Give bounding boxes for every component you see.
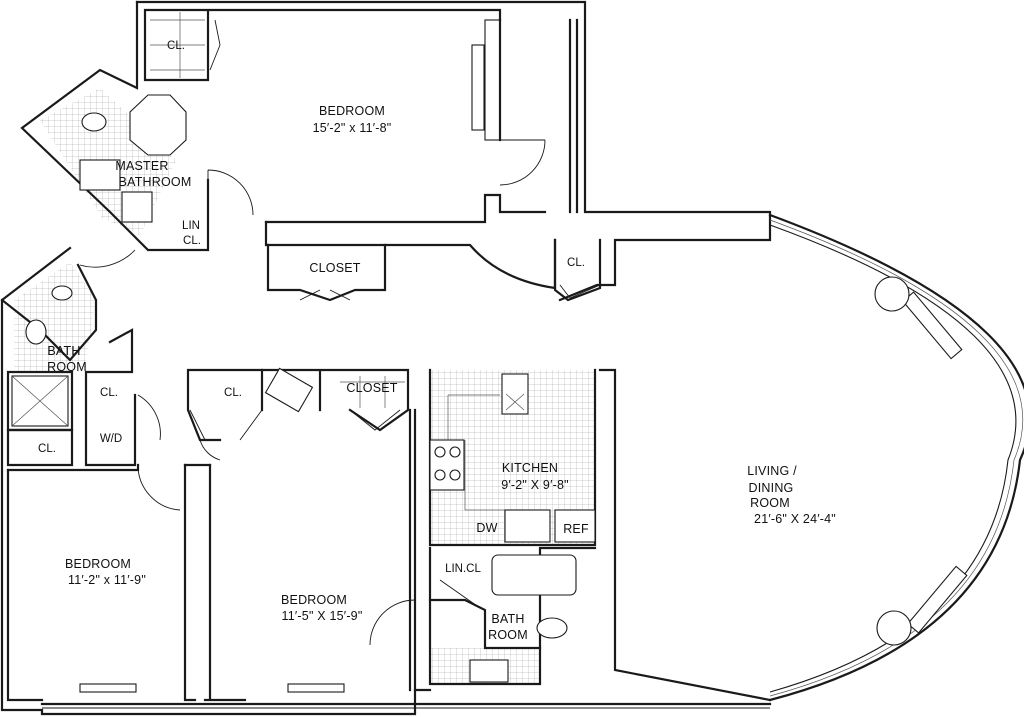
mid-bath-label-1: BATH: [491, 612, 524, 626]
room-labels: BEDROOM 15′-2" x 11′-8" MASTER BATHROOM …: [38, 40, 836, 642]
hall-closet-label: CLOSET: [309, 261, 360, 275]
living-label-2: DINING: [749, 481, 794, 495]
master-bedroom-dims: 15′-2" x 11′-8": [313, 121, 392, 135]
mid-bedroom-name: BEDROOM: [281, 593, 347, 607]
doors: [79, 19, 601, 646]
mid-closet-label: CL.: [224, 387, 242, 399]
dishwasher-label: DW: [476, 521, 497, 535]
master-bathroom-label-2: BATHROOM: [119, 175, 192, 189]
mid-bedroom-dims: 11′-5" X 15′-9": [282, 609, 363, 623]
living-label-1: LIVING /: [747, 464, 797, 478]
lin-closet-mid-label: LIN.CL: [445, 563, 481, 575]
hall-cl-label: CL.: [567, 257, 585, 269]
master-bathroom-label-1: MASTER: [115, 159, 168, 173]
lin-closet-top-label-2: CL.: [183, 235, 201, 247]
kitchen-dims: 9′-2" X 9′-8": [501, 478, 569, 492]
curved-window-wall: [768, 213, 1024, 702]
left-bedroom-name: BEDROOM: [65, 557, 131, 571]
living-label-3: ROOM: [750, 496, 790, 510]
lin-closet-top-label-1: LIN: [182, 220, 200, 232]
living-dims: 21′-6" X 24′-4": [754, 512, 836, 526]
left-bath-label-1: BATH: [47, 344, 80, 358]
mid-bath-label-2: ROOM: [488, 628, 528, 642]
closet-top-left-label: CL.: [167, 40, 185, 52]
washer-dryer-label: W/D: [100, 433, 122, 445]
refrigerator-label: REF: [563, 522, 589, 536]
master-bedroom-name: BEDROOM: [319, 104, 385, 118]
windows: [42, 19, 770, 709]
mid-closet-big-label: CLOSET: [346, 381, 397, 395]
fixtures: [11, 12, 596, 683]
left-closet-label: CL.: [38, 443, 56, 455]
left-bath-label-2: ROOM: [47, 360, 87, 374]
wd-closet-label: CL.: [100, 387, 118, 399]
kitchen-name: KITCHEN: [502, 461, 558, 475]
left-bedroom-dims: 11′-2" x 11′-9": [68, 573, 146, 587]
